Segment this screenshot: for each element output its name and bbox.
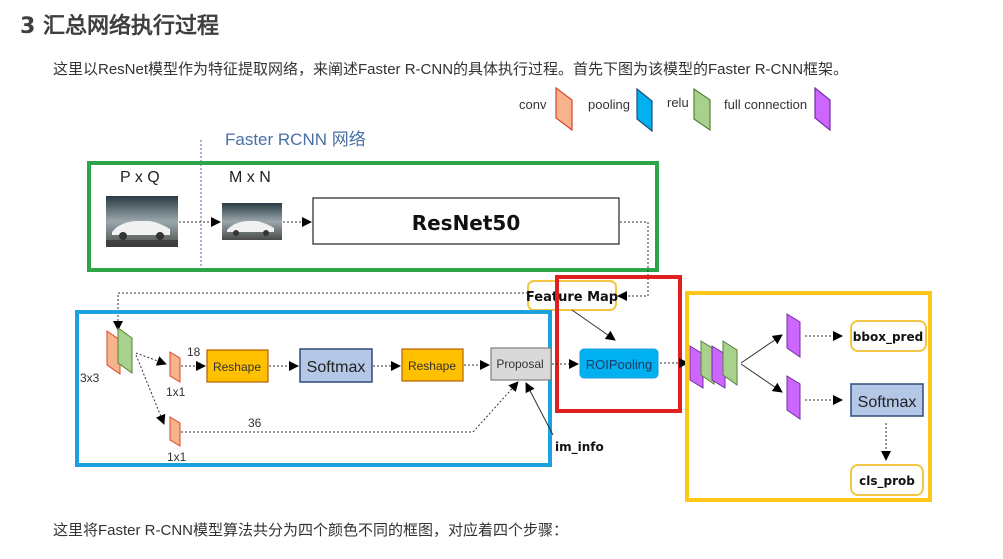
legend-relu-swatch-icon — [693, 87, 711, 132]
legend-label-full-connection: full connection — [724, 97, 807, 112]
head-softmax-block — [850, 383, 924, 417]
legend-label-pooling: pooling — [588, 97, 630, 112]
channels-cls-label: 18 — [187, 345, 201, 359]
rpn-conv1x1-reg-icon — [169, 416, 181, 447]
rpn-relu-icon — [117, 327, 133, 374]
arrow-to-1x1a — [135, 352, 167, 366]
head-fc-bbox-icon — [786, 313, 801, 358]
rpn-softmax-label: Softmax — [307, 359, 366, 376]
rpn-softmax-block — [299, 348, 373, 383]
reshape2-block — [401, 348, 464, 382]
network-title: Faster RCNN 网络 — [225, 130, 366, 149]
arrow-feature-to-roi — [571, 309, 616, 341]
resnet50-label: ResNet50 — [412, 211, 521, 235]
conv1x1-b-label: 1x1 — [167, 450, 187, 464]
section-heading: 3 汇总网络执行过程 — [20, 14, 219, 39]
roipooling-block — [579, 348, 659, 379]
head-fc2-icon — [711, 345, 726, 389]
legend-pooling-swatch-icon — [636, 87, 653, 133]
legend-label-conv: conv — [519, 97, 547, 112]
outro-paragraph: 这里将Faster R-CNN模型算法共分为四个颜色不同的框图，对应着四个步骤： — [53, 522, 569, 539]
bbox-pred-block — [850, 320, 927, 352]
channels-reg-label: 36 — [248, 416, 262, 430]
reshape1-block — [206, 349, 269, 383]
rpn-conv3x3-icon — [106, 330, 121, 375]
input-size-label: P x Q — [120, 169, 160, 186]
cls-prob-block — [850, 464, 924, 496]
resnet50-block — [312, 197, 620, 245]
head-fc1-icon — [689, 345, 704, 389]
head-relu2-icon — [722, 340, 738, 386]
head-softmax-label: Softmax — [858, 394, 917, 411]
roi-box — [555, 275, 682, 413]
head-box — [685, 291, 932, 502]
head-relu1-icon — [700, 340, 715, 385]
input-image — [106, 196, 178, 247]
backbone-box — [87, 161, 659, 272]
reshape1-label: Reshape — [213, 360, 261, 374]
conv1x1-a-label: 1x1 — [166, 385, 186, 399]
intro-paragraph: 这里以ResNet模型作为特征提取网络，来阐述Faster R-CNN的具体执行… — [53, 61, 849, 78]
head-fc-cls-icon — [786, 375, 801, 420]
conv3x3-label: 3x3 — [80, 371, 100, 385]
proposal-block — [490, 347, 552, 381]
feature-map-label: Feature Map — [526, 290, 618, 305]
arrow-to-feature-map — [617, 221, 649, 301]
arrow-to-1x1b — [135, 354, 166, 425]
cls-prob-label: cls_prob — [859, 474, 915, 489]
bbox-pred-label: bbox_pred — [853, 330, 923, 345]
proposal-label: Proposal — [496, 357, 543, 371]
reshape2-label: Reshape — [408, 359, 456, 373]
rpn-box — [75, 310, 552, 467]
legend-fc-swatch-icon — [814, 86, 831, 132]
arrow-iminfo-to-proposal — [525, 382, 554, 436]
arrow-to-fc-cls — [740, 363, 783, 393]
arrow-reg-to-proposal — [181, 381, 519, 433]
rpn-conv1x1-cls-icon — [169, 351, 181, 383]
roipooling-label: ROIPooling — [586, 357, 652, 372]
legend-label-relu: relu — [667, 95, 689, 110]
legend-conv-swatch-icon — [555, 86, 573, 132]
arrow-to-fc-bbox — [740, 334, 783, 364]
im-info-label: im_info — [555, 440, 604, 455]
arrow-feature-to-rpn — [113, 292, 528, 331]
legend: conv pooling relu full connection — [519, 86, 831, 133]
resized-size-label: M x N — [229, 169, 271, 186]
resized-image — [222, 203, 282, 240]
